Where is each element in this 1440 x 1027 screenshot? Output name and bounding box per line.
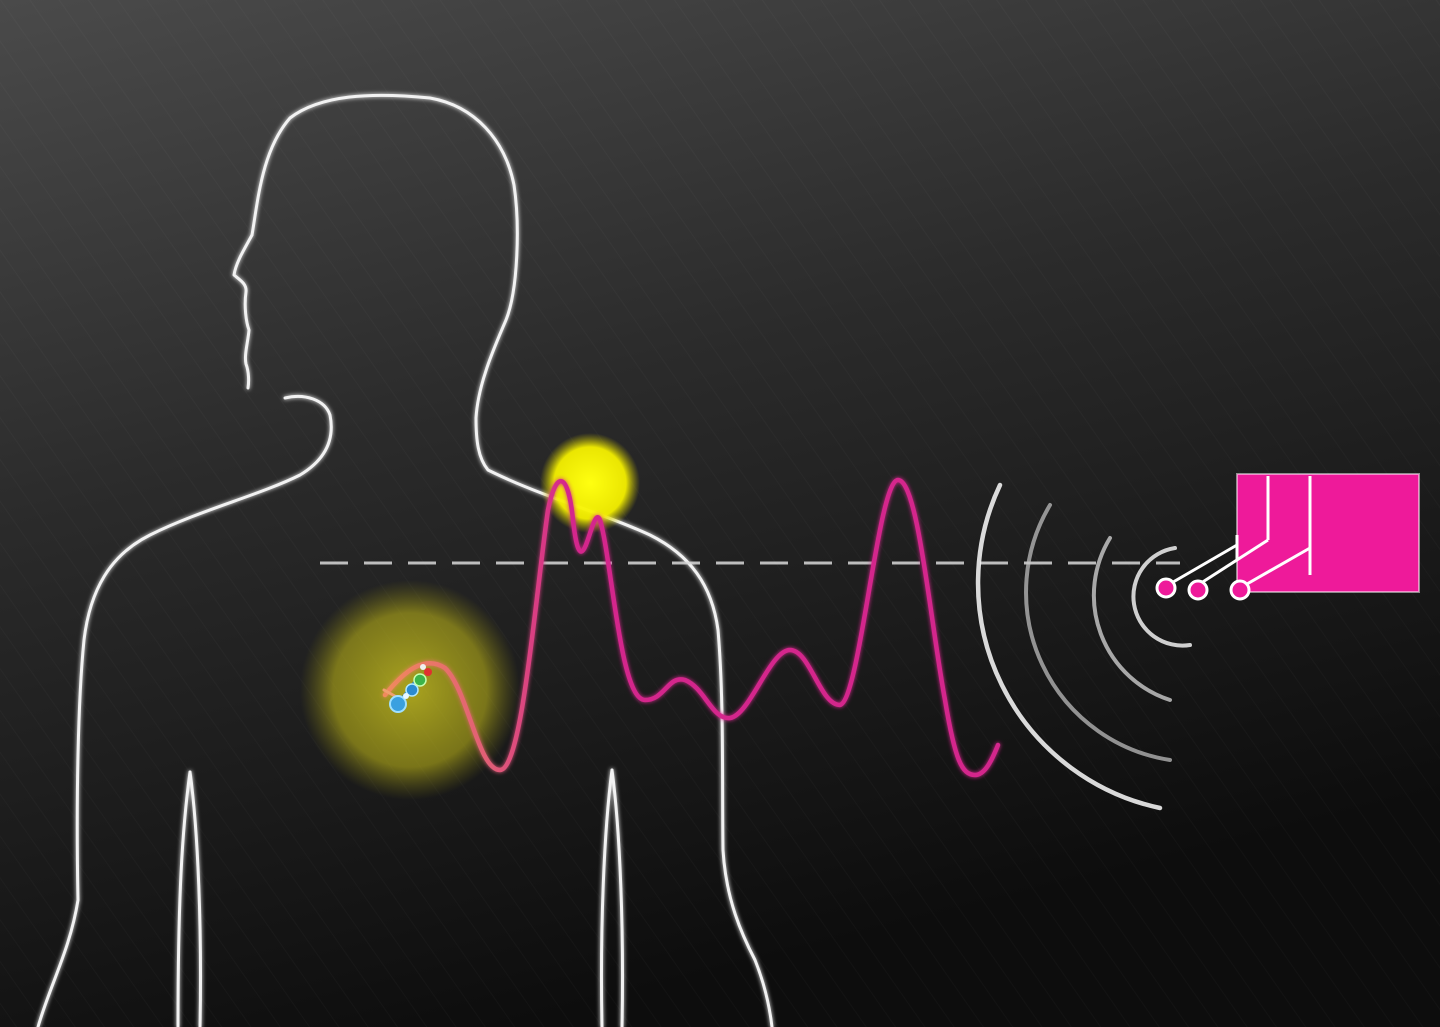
- arc-2: [1091, 536, 1172, 702]
- human-silhouette-icon: [36, 93, 774, 1027]
- arm-inner-right-2: [610, 768, 625, 1027]
- sound-wave-arcs-icon: [975, 482, 1192, 811]
- arm-inner-left: [176, 770, 192, 1027]
- peak-glow: [540, 433, 640, 533]
- arc-1: [1131, 546, 1192, 648]
- receiver-device-icon: [1155, 473, 1420, 601]
- receiver-connectors: [1155, 538, 1311, 601]
- arc-3: [1024, 503, 1172, 762]
- neck-and-shoulder-outline: [36, 394, 333, 1027]
- face-outline: [232, 233, 254, 390]
- molecule-sensor-icon: [382, 664, 432, 713]
- head-and-back-outline: [250, 93, 774, 1027]
- arm-inner-left-2: [188, 770, 203, 1027]
- arc-4: [975, 482, 1163, 811]
- arm-inner-right: [599, 768, 614, 1027]
- signal-wave: [382, 477, 1001, 778]
